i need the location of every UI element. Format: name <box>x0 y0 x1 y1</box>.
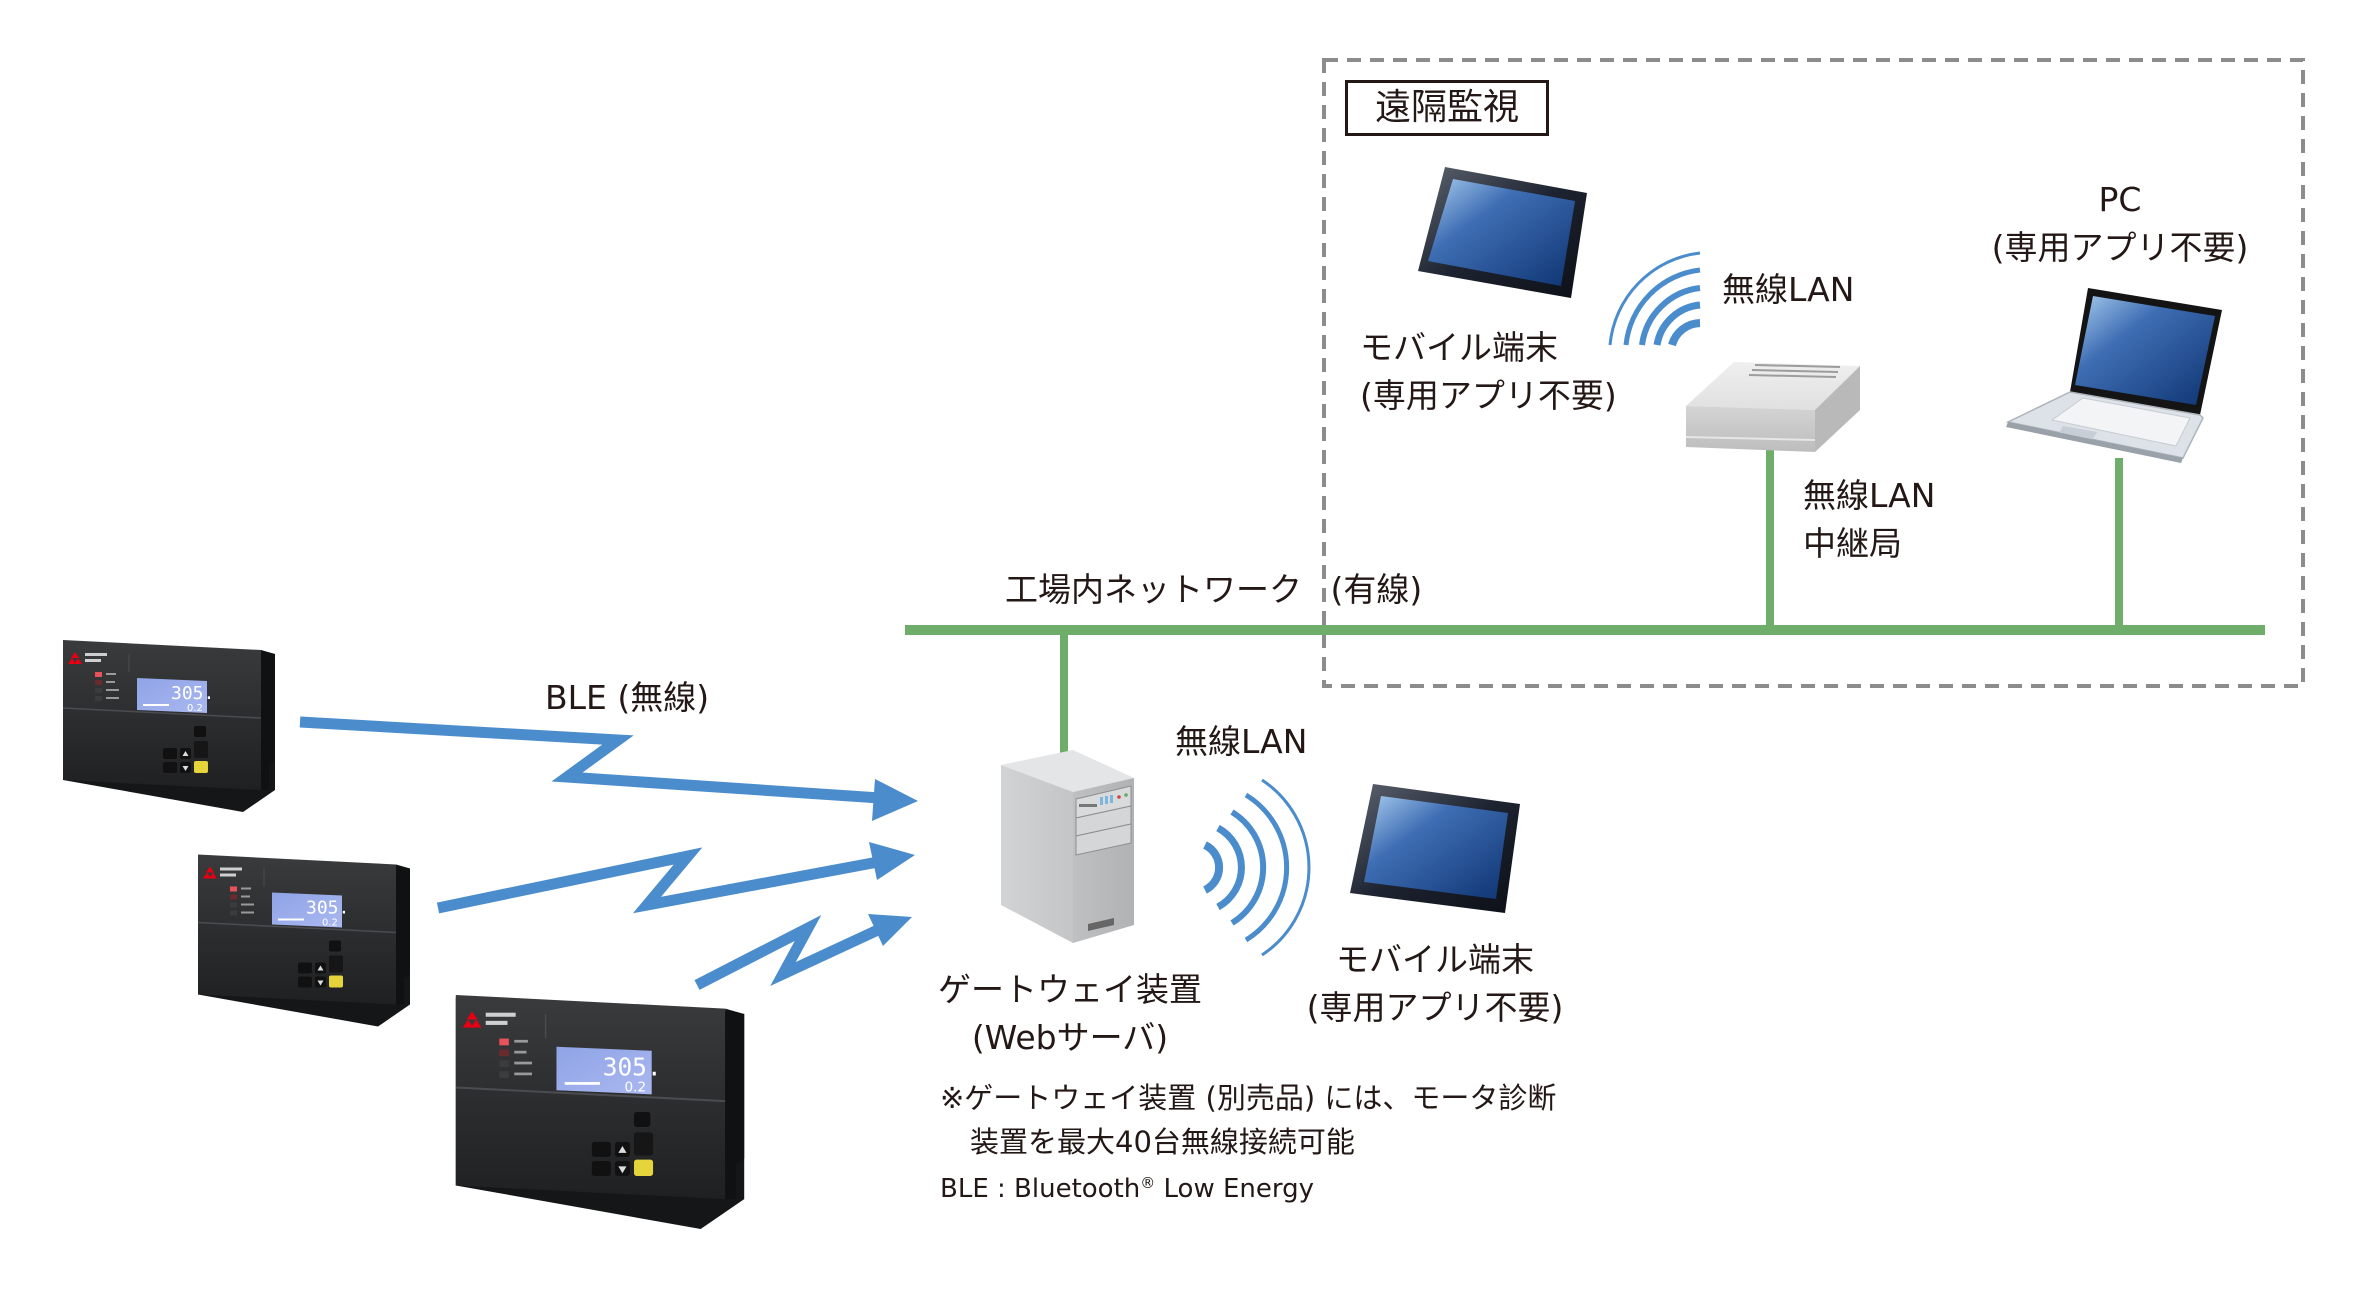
factory-network-label: 工場内ネットワーク (有線) <box>1005 566 1422 614</box>
factory-network-label-text: 工場内ネットワーク <box>1005 570 1302 609</box>
gateway-label-line1: ゲートウェイ装置 <box>938 970 1202 1009</box>
remote-wifi-icon <box>1608 251 1701 347</box>
remote-mobile-tablet-icon <box>1418 167 1587 298</box>
ble-arrowhead-2 <box>869 842 915 880</box>
repeater-label: 無線LAN 中継局 <box>1803 472 1935 568</box>
wireless-lan-repeater-icon <box>1685 362 1860 452</box>
gateway-wireless-label: 無線LAN <box>1175 722 1308 761</box>
repeater-drop-line <box>1766 450 1774 626</box>
ble-arrow-1 <box>299 716 881 804</box>
remote-mobile-label: モバイル端末 (専用アプリ不要) <box>1360 324 1617 420</box>
ble-arrows <box>299 716 883 990</box>
ble-definition-prefix: BLE : Bluetooth <box>940 1174 1141 1204</box>
remote-mobile-label-line2: (専用アプリ不要) <box>1360 375 1617 415</box>
ble-arrowhead-3 <box>868 914 912 946</box>
factory-network-label-suffix: (有線) <box>1330 570 1423 609</box>
gateway-drop-line <box>1060 635 1068 753</box>
pc-laptop-icon <box>2005 288 2222 463</box>
repeater-label-line1: 無線LAN <box>1803 476 1936 515</box>
ble-arrowheads <box>868 779 918 946</box>
gateway-label: ゲートウェイ装置 (Webサーバ) <box>920 966 1220 1062</box>
motor-diagnosis-device-1 <box>63 640 275 812</box>
pc-label-line1: PC <box>2098 180 2142 219</box>
ble-arrowhead-1 <box>872 779 918 821</box>
pc-label: PC (専用アプリ不要) <box>1990 176 2250 272</box>
remote-mobile-label-line1: モバイル端末 <box>1360 328 1558 367</box>
gateway-mobile-label-line1: モバイル端末 <box>1336 940 1534 979</box>
repeater-label-line2: 中継局 <box>1803 523 1902 563</box>
gateway-mobile-label-line2: (専用アプリ不要) <box>1306 987 1564 1027</box>
gateway-capacity-note: ※ゲートウェイ装置 (別売品) には、モータ診断 装置を最大40台無線接続可能 <box>940 1076 1556 1164</box>
pc-drop-line <box>2115 458 2123 626</box>
remote-wireless-label: 無線LAN <box>1722 270 1855 309</box>
remote-monitoring-title: 遠隔監視 <box>1345 80 1549 136</box>
gateway-capacity-note-line2: 装置を最大40台無線接続可能 <box>970 1125 1355 1159</box>
ble-wireless-label: BLE (無線) <box>545 678 710 717</box>
network-backbone-line <box>905 625 2265 635</box>
gateway-wifi-icon <box>1203 778 1311 957</box>
gateway-capacity-note-line1: ※ゲートウェイ装置 (別売品) には、モータ診断 <box>940 1081 1557 1115</box>
ble-definition-suffix: Low Energy <box>1155 1174 1315 1204</box>
gateway-mobile-tablet-icon <box>1350 784 1520 913</box>
registered-mark: ® <box>1140 1174 1156 1192</box>
gateway-server-icon <box>1001 750 1134 943</box>
gateway-label-line2: (Webサーバ) <box>971 1017 1169 1057</box>
ble-definition-footnote: BLE : Bluetooth® Low Energy <box>940 1171 1314 1209</box>
factory-network-wired <box>905 450 2265 753</box>
pc-label-line2: (専用アプリ不要) <box>1991 227 2249 267</box>
ble-arrow-3 <box>694 914 883 990</box>
ble-arrow-2 <box>436 847 880 914</box>
motor-diagnosis-device-3 <box>455 995 745 1229</box>
gateway-mobile-label: モバイル端末 (専用アプリ不要) <box>1290 936 1580 1032</box>
remote-monitoring-boundary <box>1322 58 2305 688</box>
motor-diagnosis-device-2 <box>198 853 410 1028</box>
